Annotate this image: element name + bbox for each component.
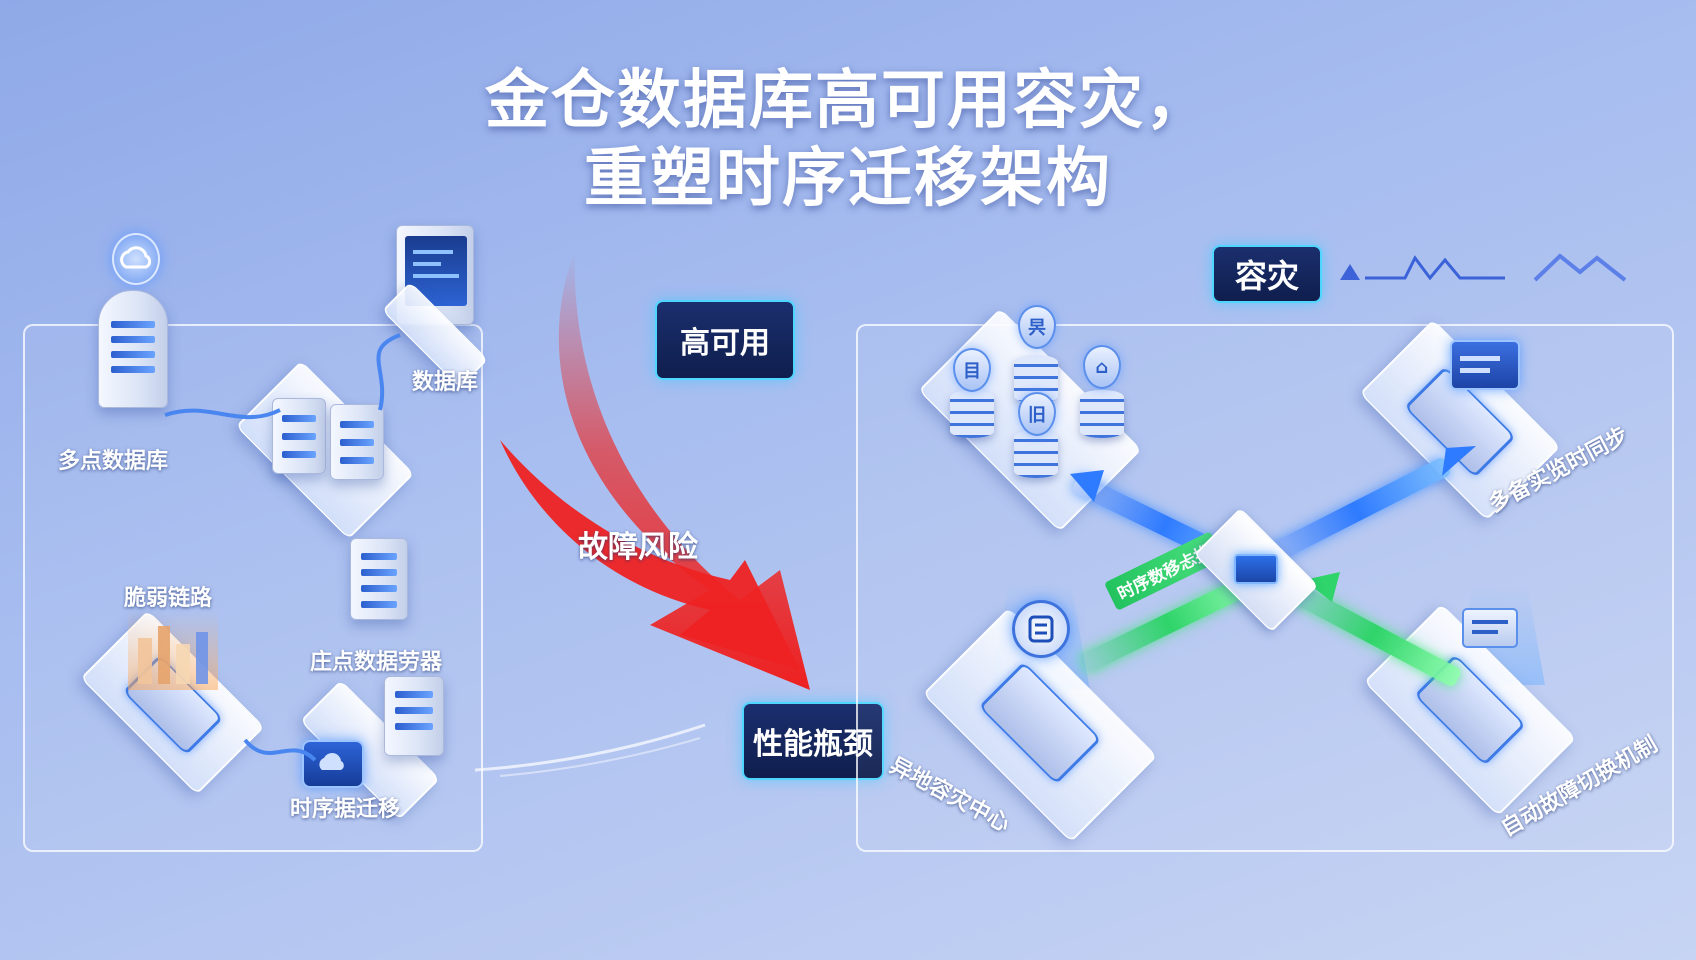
- failover-device-icon: [1462, 608, 1518, 648]
- pin-icon-right: ⌂: [1083, 345, 1121, 389]
- migration-cable: [243, 738, 317, 762]
- db-cylinder-4: [1014, 430, 1058, 478]
- high-availability-badge: 高可用: [655, 300, 795, 380]
- migration-chip-icon: [302, 740, 364, 788]
- dr-center-db-icon: [1012, 600, 1070, 658]
- cloud-icon: [112, 233, 160, 285]
- db-link-cable: [164, 333, 401, 420]
- single-point-server-icon: [350, 538, 408, 620]
- database-label: 数据库: [412, 370, 479, 395]
- title-line-1: 金仓数据库高可用容灾，: [485, 64, 1211, 138]
- db-cylinder-1: [950, 390, 994, 438]
- performance-bottleneck-badge: 性能瓶颈: [742, 702, 884, 780]
- timeseries-migration-label: 时序据迁移: [290, 797, 401, 822]
- cluster-server-2: [330, 404, 384, 480]
- multi-point-db-label: 多点数据库: [58, 449, 169, 474]
- multi-backup-server-icon: [1450, 340, 1520, 390]
- pin-icon-top: 昗: [1018, 305, 1056, 349]
- pin-icon-left: 目: [953, 348, 991, 392]
- arrow-head-backup: [1442, 446, 1476, 476]
- single-point-server-label: 庄点数据劳器: [310, 650, 443, 675]
- fragile-link-buildings-icon: [138, 626, 208, 684]
- fault-risk-arrow: [500, 250, 810, 690]
- arrow-head-db-cluster: [1070, 470, 1104, 502]
- title-line-2: 重塑时序迁移架构: [584, 142, 1112, 216]
- fragile-link-label: 脆弱链路: [124, 586, 213, 611]
- multi-point-db-tower: [98, 290, 168, 408]
- skyline-decoration-icon: [1340, 253, 1627, 282]
- pin-icon-center: 旧: [1018, 392, 1056, 436]
- disaster-recovery-badge: 容灾: [1212, 245, 1322, 303]
- cluster-server-1: [272, 398, 326, 474]
- swoosh-line: [474, 723, 706, 777]
- db-cylinder-3: [1080, 390, 1124, 438]
- hub-chip-core-icon: [1234, 554, 1278, 584]
- migration-server-icon: [384, 676, 444, 756]
- fault-risk-label: 故障风险: [578, 530, 698, 565]
- page-title: 金仓数据库高可用容灾， 重塑时序迁移架构: [0, 62, 1696, 218]
